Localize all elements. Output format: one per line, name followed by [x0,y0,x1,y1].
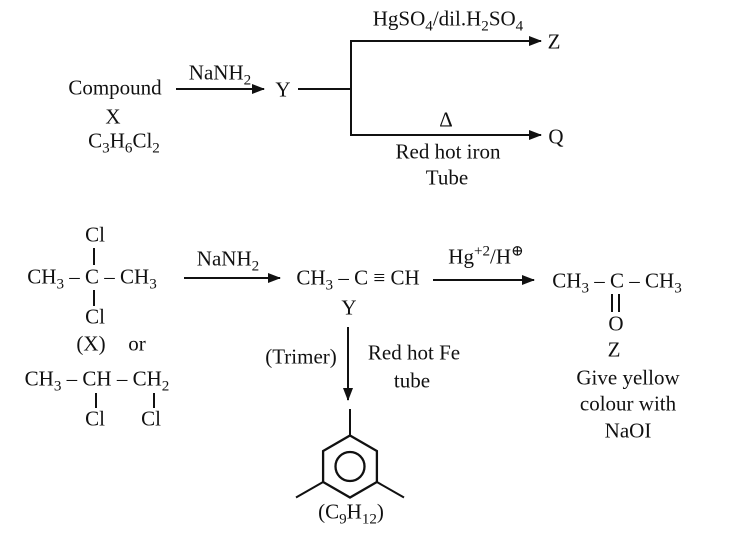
struct1-cl-top: Cl [85,222,105,247]
bond-ring-methyl-left [295,481,324,499]
benzene-ring-circle [334,450,366,483]
ketone-oxygen: O [608,311,624,336]
mesitylene-formula: (C9H12) [318,499,384,528]
struct2-cl-left: Cl [85,406,105,431]
struct2-backbone: CH3 – CH – CH2 [24,366,170,395]
propyne-formula: CH3 – C ≡ CH [296,265,420,294]
intermediate-y-top: Y [275,77,291,102]
intermediate-y-bottom: Y [341,295,357,320]
label-x-paren: (X) [76,331,106,356]
reagent-nanh2-bottom: NaNH2 [196,246,260,275]
delta-symbol: Δ [439,107,453,132]
ketone-backbone: CH3 – C – CH3 [552,268,682,297]
note-colour-with: colour with [579,391,677,416]
condition-red-hot-iron: Red hot iron [395,139,501,164]
reagent-hgso4: HgSO4/dil.H2SO4 [372,6,524,35]
compound-word: Compound [68,75,162,100]
note-naoi: NaOI [604,418,652,443]
condition-red-hot-fe: Red hot Fe [367,340,461,365]
struct2-cl-right: Cl [141,406,161,431]
compound-letter-x: X [105,104,121,129]
struct1-backbone: CH3 – C – CH3 [27,264,157,293]
condition-tube: Tube [425,165,469,190]
benzene-ring-hexagon [321,434,379,499]
reagent-nanh2-top: NaNH2 [188,60,252,89]
compound-formula: C3H6Cl2 [88,128,160,157]
bond-ring-methyl-right [376,481,405,499]
reagent-hg-h: Hg+2/H⊕ [448,243,524,269]
product-z-top: Z [547,29,561,54]
label-or: or [128,331,146,356]
struct1-cl-bottom: Cl [85,304,105,329]
condition-tube-bottom: tube [393,368,431,393]
label-trimer: (Trimer) [265,344,337,369]
note-give-yellow: Give yellow [576,365,680,390]
product-q: Q [548,124,564,149]
product-z-bottom: Z [607,337,621,362]
